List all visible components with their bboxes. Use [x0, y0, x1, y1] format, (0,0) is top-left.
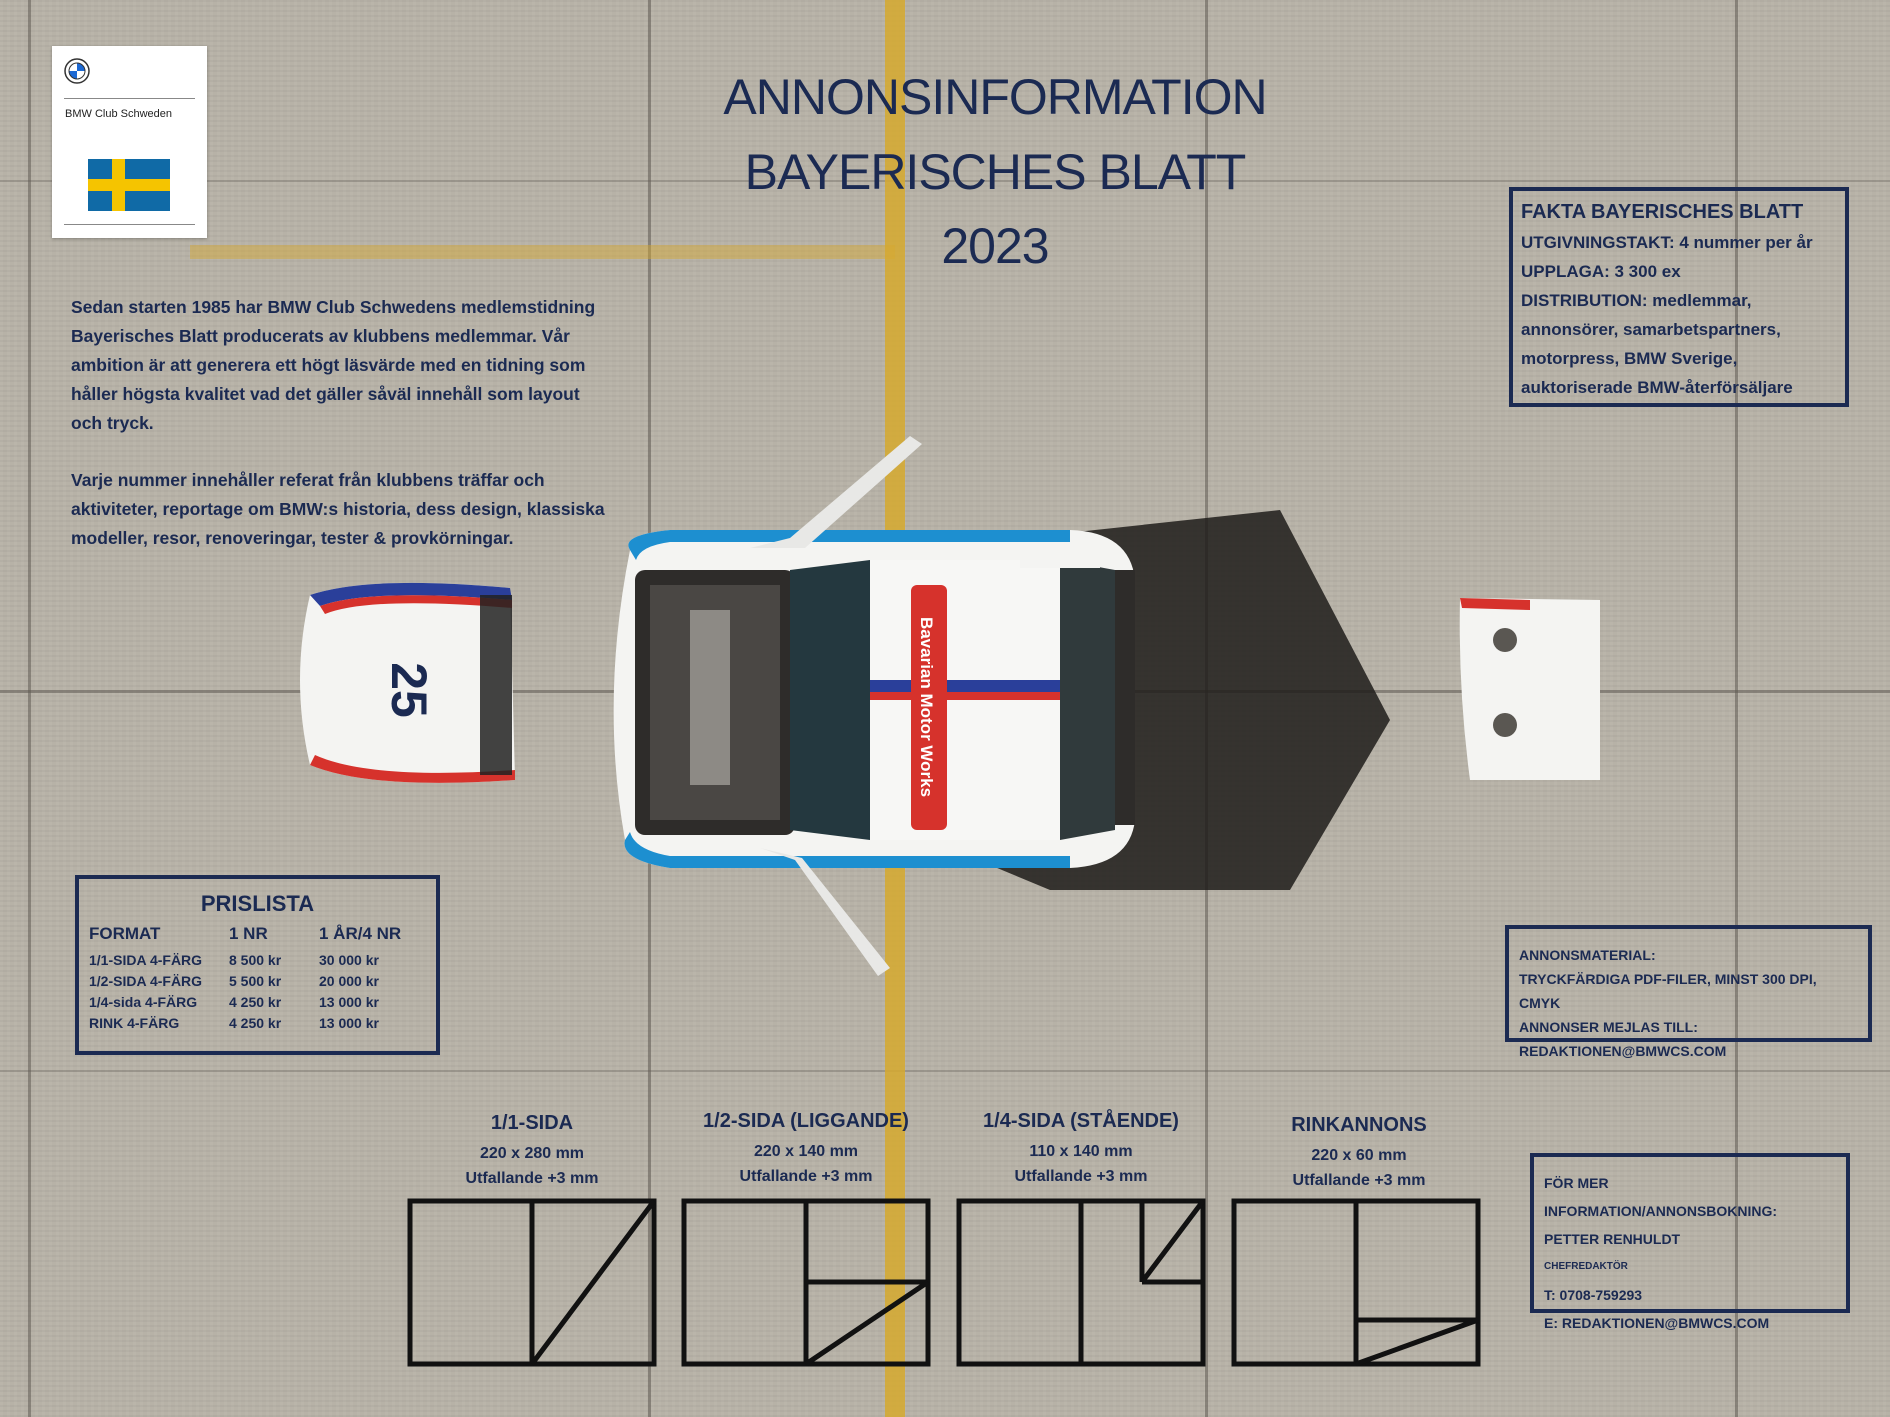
- intro-paragraph-2: Varje nummer innehåller referat från klu…: [71, 470, 605, 548]
- price-year-cell: 20 000 kr: [319, 973, 379, 989]
- bmw-roundel-icon: [64, 58, 90, 84]
- format-bleed: Utfallande +3 mm: [1014, 1168, 1148, 1185]
- price-single-cell: 4 250 kr: [229, 1015, 282, 1031]
- facts-circulation: UPPLAGA: 3 300 ex: [1521, 262, 1681, 281]
- format-size: 220 x 60 mm: [1311, 1147, 1407, 1164]
- concrete-crack: [0, 1070, 1890, 1072]
- format-cell: 1/4-sida 4-FÄRG: [89, 994, 198, 1010]
- contact-email[interactable]: E: REDAKTIONEN@BMWCS.COM: [1544, 1315, 1770, 1331]
- table-row: 1/1-SIDA 4-FÄRG 8 500 kr 30 000 kr: [89, 950, 419, 971]
- concrete-joint: [28, 0, 31, 1417]
- price-single-cell: 4 250 kr: [229, 994, 282, 1010]
- table-row: 1/4-sida 4-FÄRG 4 250 kr 13 000 kr: [89, 992, 419, 1013]
- material-heading: ANNONSMATERIAL:: [1519, 947, 1656, 963]
- format-title-half: 1/2-SIDA (LIGGANDE): [703, 1110, 909, 1132]
- format-size: 110 x 140 mm: [1029, 1143, 1133, 1160]
- pricelist-box: PRISLISTA FORMAT 1 NR 1 ÅR/4 NR 1/1-SIDA…: [75, 875, 440, 1055]
- facts-frequency: UTGIVNINGSTAKT: 4 nummer per år: [1521, 233, 1813, 252]
- format-title-quarter: 1/4-SIDA (STÅENDE): [983, 1110, 1179, 1132]
- club-name: BMW Club Schweden: [65, 108, 172, 120]
- column-header: 1 ÅR/4 NR: [319, 924, 402, 943]
- format-size-full: 220 x 280 mm Utfallande +3 mm: [402, 1141, 662, 1191]
- pricelist-table: FORMAT 1 NR 1 ÅR/4 NR 1/1-SIDA 4-FÄRG 8 …: [89, 924, 419, 1034]
- price-year-cell: 13 000 kr: [319, 994, 379, 1010]
- sweden-flag-icon: [88, 159, 170, 211]
- price-single-cell: 5 500 kr: [229, 973, 282, 989]
- trunk-lid: [1459, 598, 1600, 780]
- intro-text: Sedan starten 1985 har BMW Club Schweden…: [71, 293, 611, 581]
- concrete-crack: [0, 180, 1890, 182]
- format-size: 220 x 280 mm: [479, 1145, 585, 1162]
- ad-material-box: ANNONSMATERIAL: TRYCKFÄRDIGA PDF-FILER, …: [1505, 925, 1872, 1059]
- club-logo-card: BMW Club Schweden: [52, 46, 207, 238]
- title-line-2: BAYERISCHES BLATT: [744, 144, 1247, 200]
- format-cell: 1/1-SIDA 4-FÄRG: [89, 952, 203, 968]
- contact-box: FÖR MER INFORMATION/ANNONSBOKNING: PETTE…: [1530, 1153, 1850, 1331]
- format-cell: RINK 4-FÄRG: [89, 1015, 180, 1031]
- format-size: 220 x 140 mm: [753, 1143, 859, 1160]
- contact-heading: FÖR MER INFORMATION/ANNONSBOKNING:: [1544, 1175, 1778, 1219]
- format-diagram-rink: [1231, 1198, 1481, 1367]
- windshield-banner: Bavarian Motor Works: [917, 617, 936, 797]
- format-diagram-quarter: [956, 1198, 1206, 1367]
- intro-paragraph-1: Sedan starten 1985 har BMW Club Schweden…: [71, 297, 596, 433]
- road-line-faded: [190, 245, 895, 259]
- facts-box: FAKTA BAYERISCHES BLATT UTGIVNINGSTAKT: …: [1509, 187, 1849, 407]
- material-email[interactable]: REDAKTIONEN@BMWCS.COM: [1519, 1043, 1727, 1059]
- car-body: [613, 436, 1135, 976]
- format-cell: 1/2-SIDA 4-FÄRG: [89, 973, 203, 989]
- logo-divider: [64, 98, 195, 99]
- format-title-full: 1/1-SIDA: [490, 1112, 574, 1134]
- hood-number: 25: [381, 662, 437, 718]
- contact-phone[interactable]: T: 0708-759293: [1544, 1287, 1643, 1303]
- title-year: 2023: [941, 218, 1049, 274]
- material-email-label: ANNONSER MEJLAS TILL:: [1519, 1019, 1698, 1035]
- table-row: RINK 4-FÄRG 4 250 kr 13 000 kr: [89, 1013, 419, 1034]
- facts-distribution: DISTRIBUTION: medlemmar, annonsörer, sam…: [1521, 291, 1793, 397]
- hood-panel: [300, 582, 515, 783]
- format-size-half: 220 x 140 mm Utfallande +3 mm: [676, 1139, 936, 1189]
- facts-heading: FAKTA BAYERISCHES BLATT: [1521, 201, 1804, 223]
- format-size-quarter: 110 x 140 mm Utfallande +3 mm: [951, 1139, 1211, 1189]
- format-bleed: Utfallande +3 mm: [465, 1170, 599, 1187]
- car-illustration: 25 Bavarian Motor Works: [300, 436, 1600, 976]
- title-line-1: ANNONSINFORMATION: [723, 69, 1267, 125]
- price-year-cell: 13 000 kr: [319, 1015, 379, 1031]
- price-year-cell: 30 000 kr: [319, 952, 379, 968]
- format-title-rink: RINKANNONS: [1291, 1114, 1427, 1136]
- concrete-joint: [1735, 0, 1738, 1417]
- contact-role: CHEFREDAKTÖR: [1544, 1261, 1628, 1272]
- column-header: FORMAT: [89, 924, 161, 943]
- price-single-cell: 8 500 kr: [229, 952, 282, 968]
- table-row: 1/2-SIDA 4-FÄRG 5 500 kr 20 000 kr: [89, 971, 419, 992]
- format-diagram-half: [681, 1198, 931, 1367]
- pricelist-heading: PRISLISTA: [200, 891, 315, 916]
- column-header: 1 NR: [229, 924, 268, 943]
- format-size-rink: 220 x 60 mm Utfallande +3 mm: [1229, 1143, 1489, 1193]
- material-specs: TRYCKFÄRDIGA PDF-FILER, MINST 300 DPI, C…: [1519, 971, 1817, 1011]
- logo-divider: [64, 224, 195, 225]
- contact-name: PETTER RENHULDT: [1544, 1231, 1681, 1247]
- format-bleed: Utfallande +3 mm: [1292, 1172, 1426, 1189]
- pricelist-header-row: FORMAT 1 NR 1 ÅR/4 NR: [89, 924, 419, 950]
- format-diagram-full: [407, 1198, 657, 1367]
- format-bleed: Utfallande +3 mm: [739, 1168, 873, 1185]
- car-photo: 25 Bavarian Motor Works: [290, 420, 1630, 990]
